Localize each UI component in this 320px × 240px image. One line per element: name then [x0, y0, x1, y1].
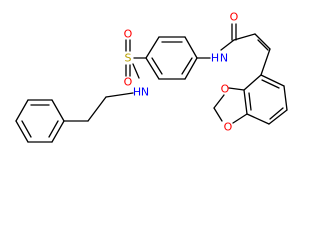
bond-ring2-6: [260, 74, 285, 87]
bond-dioxole-2: [213, 94, 225, 109]
bond-ring2-3: [246, 113, 270, 125]
bond-s-n: [132, 63, 140, 79]
bond-ring2-5: [283, 85, 288, 111]
bond-ring1-1: [184, 36, 198, 59]
bond-carbonyl-vinyl: [233, 33, 256, 41]
bond-dioxole-1: [228, 87, 245, 91]
atom-o-sulfonyl-bottom: O: [124, 76, 133, 89]
molecule-svg: O N H S O O N H O O: [15, 11, 288, 143]
atom-h-sulfonamide: H: [133, 86, 141, 99]
atom-o-dioxole-1: O: [221, 83, 230, 96]
bond-carbonyl-nh: [220, 39, 235, 51]
bond-ring2-inner-3: [261, 79, 280, 89]
bond-dioxole-3: [213, 107, 223, 122]
bond-ring3-3: [15, 99, 29, 122]
bond-vinyl-double-b: [257, 39, 269, 51]
bond-dioxole-4: [232, 113, 248, 124]
bond-ring1-4: [145, 57, 160, 80]
bond-ring2-1: [243, 74, 262, 91]
bonds: [15, 23, 288, 143]
atom-n-amide: N: [220, 52, 228, 65]
bond-ring3-inner-3: [48, 120, 59, 138]
atom-labels: O N H S O O N H O O: [124, 11, 239, 134]
bond-ring3-1: [51, 99, 65, 122]
bond-ring1-inner-2: [151, 57, 163, 75]
molecule-structure: O N H S O O N H O O: [15, 11, 288, 143]
atom-o-sulfonyl-top: O: [124, 28, 133, 41]
bond-ring2-4: [268, 109, 288, 125]
atom-s-sulfonyl: S: [125, 52, 132, 65]
bond-ring1-6: [184, 57, 198, 80]
bond-ring2-inner-1: [248, 92, 252, 111]
atom-o-dioxole-2: O: [224, 121, 233, 134]
bond-ring3-4: [15, 120, 29, 143]
bond-ring1-3: [145, 36, 160, 59]
bond-ring2-inner-2: [269, 107, 284, 120]
bond-ch2-ch2: [87, 96, 107, 122]
atom-n-sulfonamide: N: [141, 86, 149, 99]
atom-o-carbonyl: O: [230, 11, 239, 24]
bond-vinyl-ring: [260, 48, 271, 76]
bond-ring3-inner-2: [21, 120, 32, 138]
bond-ring2-2: [243, 89, 248, 115]
bond-n-ch2-1: [105, 92, 134, 98]
bond-vinyl-double-a: [254, 33, 271, 50]
bond-ring1-inner-3: [181, 57, 193, 75]
atom-h-amide: H: [211, 52, 219, 65]
bond-ring3-6: [51, 120, 65, 143]
